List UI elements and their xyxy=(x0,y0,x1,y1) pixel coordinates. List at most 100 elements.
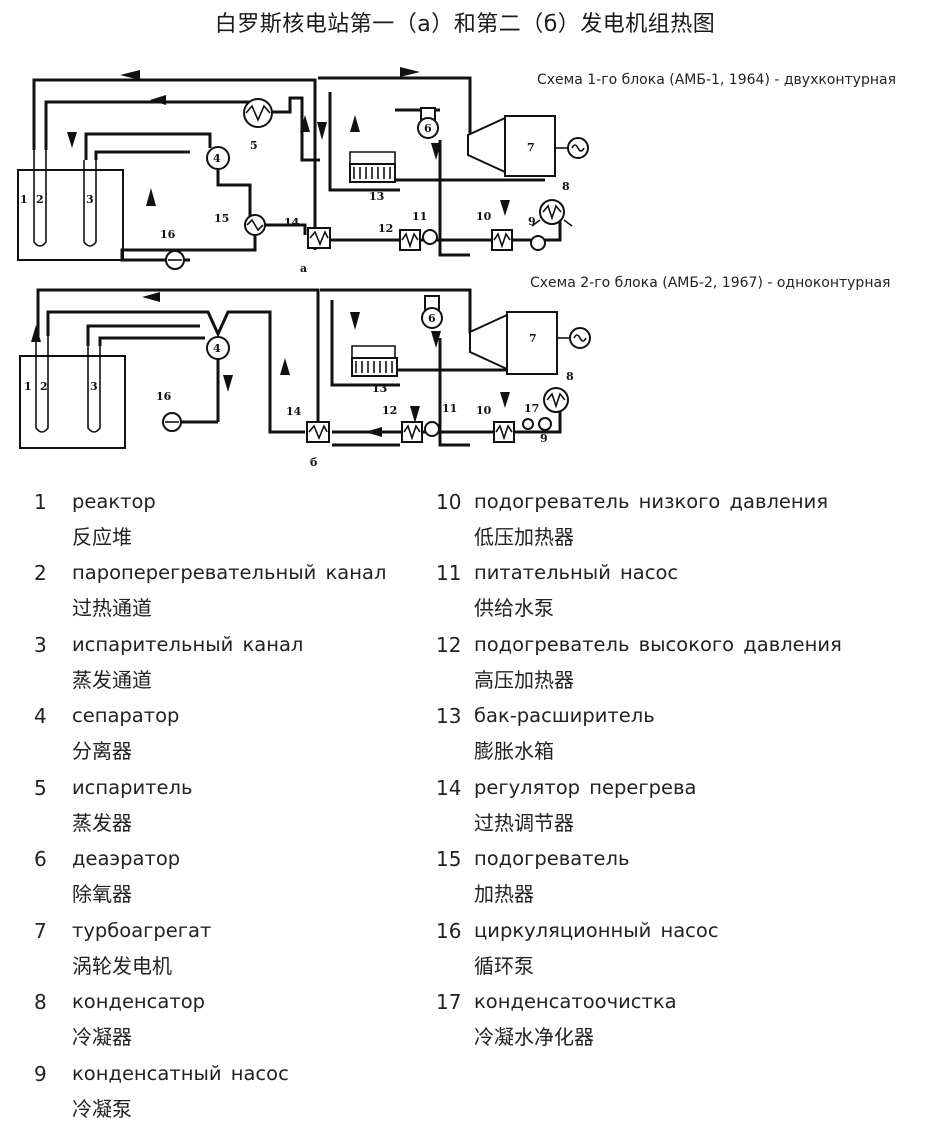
legend-chinese: 膨胀水箱 xyxy=(474,739,554,763)
legend-number: 15 xyxy=(436,847,462,871)
superheat-regulator-b xyxy=(306,421,330,443)
legend-russian: деаэратор xyxy=(72,847,181,870)
legend-russian: подогреватель xyxy=(474,847,630,870)
legend-chinese: 加热器 xyxy=(474,882,534,906)
flow-arrow xyxy=(350,312,360,330)
label-14: 14 xyxy=(284,216,300,229)
legend-number: 5 xyxy=(34,776,47,800)
flow-arrow xyxy=(142,292,160,302)
legend-chinese: 冷凝器 xyxy=(72,1025,132,1049)
legend-number: 9 xyxy=(34,1062,47,1086)
tank-grid xyxy=(355,361,393,373)
feed-pump-b xyxy=(424,421,440,437)
legend-chinese: 涡轮发电机 xyxy=(72,954,172,978)
label-2: 2 xyxy=(36,193,44,206)
legend-russian: питательный насос xyxy=(474,561,679,584)
legend-chinese: 低压加热器 xyxy=(474,525,574,549)
legend-number: 14 xyxy=(436,776,462,800)
legend-russian: конденсатный насос xyxy=(72,1062,289,1085)
label-17: 17 xyxy=(524,402,539,415)
label-16: 16 xyxy=(156,390,172,403)
label-12: 12 xyxy=(378,222,393,235)
pipe-b-11 xyxy=(510,410,562,434)
legend-russian: сепаратор xyxy=(72,704,180,727)
pipe-a-3 xyxy=(84,132,212,160)
pipe-a-10 xyxy=(318,76,500,137)
legend-russian: турбоагрегат xyxy=(72,919,212,942)
flow-arrow xyxy=(67,132,77,148)
evaporator-a xyxy=(243,98,273,128)
label-12: 12 xyxy=(382,404,397,417)
legend-chinese: 蒸发器 xyxy=(72,811,132,835)
legend-russian: конденсатор xyxy=(72,990,206,1013)
label-9: 9 xyxy=(528,215,536,228)
flow-arrow xyxy=(400,67,420,77)
condenser-b xyxy=(543,387,569,413)
condensate-pump-a xyxy=(530,235,546,251)
legend-number: 13 xyxy=(436,704,462,728)
pipe-b-3 xyxy=(86,324,200,346)
flow-arrow xyxy=(300,115,310,132)
evaporator-coil xyxy=(245,104,271,123)
reactor-b xyxy=(19,355,126,449)
flow-arrow xyxy=(280,358,290,375)
legend-russian: регулятор перегрева xyxy=(474,776,697,799)
legend-russian: подогреватель низкого давления xyxy=(474,490,829,513)
pipe-b-9 xyxy=(330,300,400,387)
pipe-b-15 xyxy=(351,345,396,358)
label-16: 16 xyxy=(160,228,176,241)
pipe-a-4 xyxy=(94,150,190,160)
pipe-a-15 xyxy=(438,140,470,257)
page-title: 白罗斯核电站第一（a）和第二（б）发电机组热图 xyxy=(214,12,716,37)
legend-number: 2 xyxy=(34,561,47,585)
scheme-b-sublabel: б xyxy=(310,456,317,469)
legend-chinese: 过热通道 xyxy=(72,596,152,620)
legend-number: 1 xyxy=(34,490,47,514)
separator-b xyxy=(206,336,230,360)
scheme-a-caption: Схема 1-го блока (АМБ-1, 1964) - двухкон… xyxy=(537,72,896,88)
lp-coil xyxy=(495,424,513,441)
label-9: 9 xyxy=(540,432,548,445)
label-8: 8 xyxy=(566,370,574,383)
hp-coil xyxy=(403,424,421,441)
label-13: 13 xyxy=(369,190,384,203)
pipe-a-2 xyxy=(44,100,250,150)
legend-chinese: 循环泵 xyxy=(474,954,534,978)
deaerator-a xyxy=(417,117,439,139)
condenser-line xyxy=(531,219,541,227)
label-15: 15 xyxy=(214,212,229,225)
deaerator-b xyxy=(421,307,443,329)
legend-chinese: 过热调节器 xyxy=(474,811,574,835)
evap-channel-b xyxy=(87,346,101,433)
flow-arrow xyxy=(31,325,41,342)
legend-chinese: 分离器 xyxy=(72,739,132,763)
separator-a xyxy=(206,146,230,170)
label-10: 10 xyxy=(476,210,492,223)
flow-arrow xyxy=(120,70,140,80)
legend-chinese: 供给水泵 xyxy=(474,596,554,620)
label-3: 3 xyxy=(90,380,98,393)
feed-pump-a xyxy=(422,229,438,245)
flow-arrow xyxy=(500,200,510,216)
label-13: 13 xyxy=(372,382,387,395)
pipe-a-14 xyxy=(510,220,562,242)
label-4: 4 xyxy=(213,152,221,165)
pipe-a-6 xyxy=(270,96,320,162)
label-6: 6 xyxy=(428,312,436,325)
legend-number: 6 xyxy=(34,847,47,871)
turbine-a xyxy=(504,115,556,177)
pipe-a-7 xyxy=(120,235,257,262)
label-4: 4 xyxy=(213,342,221,355)
pipe-b-1 xyxy=(36,288,320,432)
pipe-b-4 xyxy=(98,336,205,346)
legend-chinese: 冷凝泵 xyxy=(72,1097,132,1121)
evap-channel-a xyxy=(83,160,97,247)
regulator-coil xyxy=(309,230,329,247)
label-3: 3 xyxy=(86,193,94,206)
legend-chinese: 冷凝水净化器 xyxy=(474,1025,594,1049)
pipe-a-1 xyxy=(32,78,317,250)
scheme-b-caption: Схема 2-го блока (АМБ-2, 1967) - однокон… xyxy=(530,275,890,291)
turbine-b xyxy=(506,311,558,375)
condensate-pump-b xyxy=(538,417,552,431)
legend-number: 10 xyxy=(436,490,462,514)
